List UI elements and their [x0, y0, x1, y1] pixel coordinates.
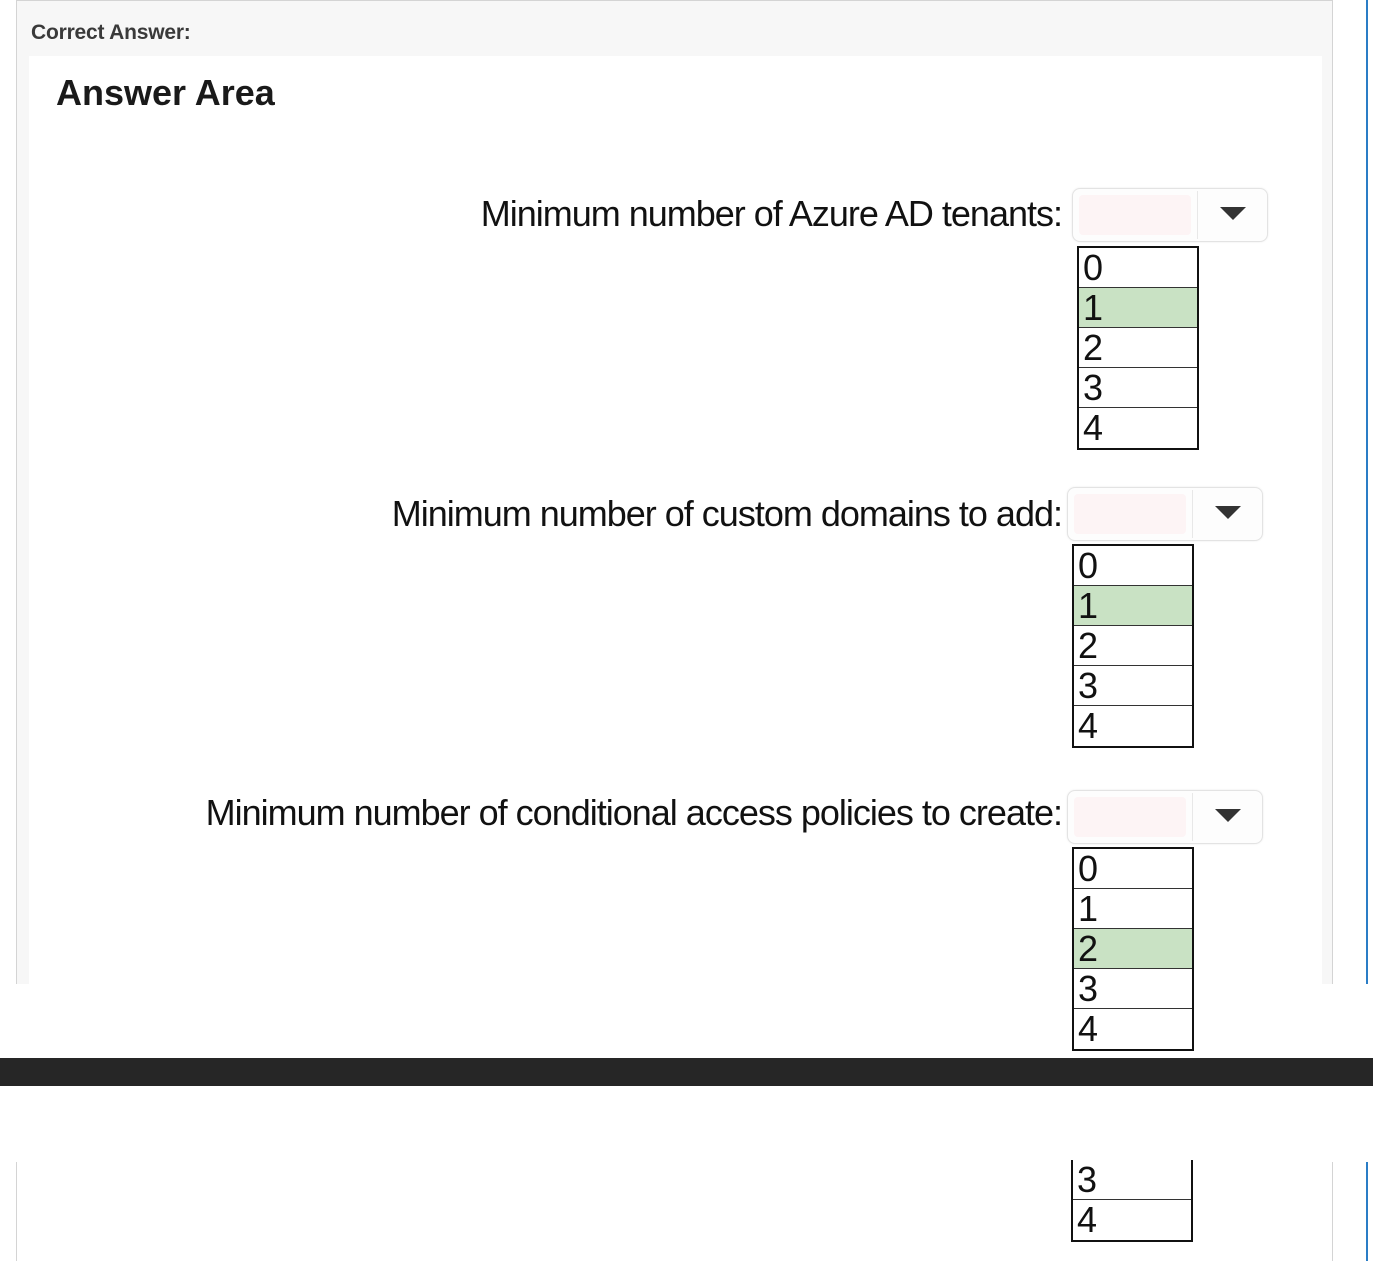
option-item[interactable]: 4 [1077, 1199, 1098, 1240]
option-item[interactable]: 0 [1074, 849, 1192, 889]
answer-area-panel: Answer Area Minimum number of Azure AD t… [29, 56, 1322, 1051]
correct-answer-label: Correct Answer: [31, 21, 191, 44]
answer-area-title: Answer Area [56, 72, 275, 113]
chevron-down-icon [1215, 809, 1241, 822]
question-label-tenants: Minimum number of Azure AD tenants: [480, 193, 1063, 234]
dropdown-field [1074, 494, 1186, 534]
option-item-selected[interactable]: 1 [1079, 288, 1197, 328]
domains-dropdown[interactable] [1067, 487, 1263, 541]
option-item[interactable]: 3 [1074, 969, 1192, 1009]
option-item[interactable]: 4 [1078, 1008, 1099, 1049]
question-label-domains: Minimum number of custom domains to add: [391, 493, 1063, 534]
continued-answer-card: 3 4 [16, 1160, 1333, 1261]
option-item[interactable]: 4 [1078, 705, 1099, 746]
dropdown-divider [1192, 793, 1193, 841]
option-item[interactable]: 3 [1073, 1160, 1191, 1200]
domains-options-list: 0 1 2 3 4 [1072, 544, 1194, 748]
option-item[interactable]: 0 [1079, 248, 1197, 288]
option-item[interactable]: 3 [1079, 368, 1197, 408]
option-item[interactable]: 4 [1083, 407, 1104, 448]
question-label-policies: Minimum number of conditional access pol… [205, 792, 1063, 833]
policies-options-list-continued: 3 4 [1071, 1160, 1193, 1242]
accent-divider-line [1366, 1162, 1368, 1261]
accent-divider-line [1366, 0, 1368, 984]
page-break-bar [0, 1058, 1373, 1086]
option-item[interactable]: 0 [1074, 546, 1192, 586]
option-item[interactable]: 3 [1074, 666, 1192, 706]
chevron-down-icon [1215, 506, 1241, 519]
option-item-selected[interactable]: 2 [1074, 929, 1192, 969]
dropdown-field [1079, 195, 1191, 235]
dropdown-divider [1197, 191, 1198, 239]
option-item[interactable]: 2 [1079, 328, 1197, 368]
tenants-dropdown[interactable] [1072, 188, 1268, 242]
correct-answer-card: Correct Answer: Answer Area Minimum numb… [16, 0, 1333, 1051]
policies-dropdown[interactable] [1067, 790, 1263, 844]
option-item-selected[interactable]: 1 [1074, 586, 1192, 626]
option-item[interactable]: 2 [1074, 626, 1192, 666]
dropdown-divider [1192, 490, 1193, 538]
policies-options-list: 0 1 2 3 4 [1072, 847, 1194, 1051]
dropdown-field [1074, 797, 1186, 837]
option-item[interactable]: 1 [1074, 889, 1192, 929]
chevron-down-icon [1220, 207, 1246, 220]
tenants-options-list: 0 1 2 3 4 [1077, 246, 1199, 450]
